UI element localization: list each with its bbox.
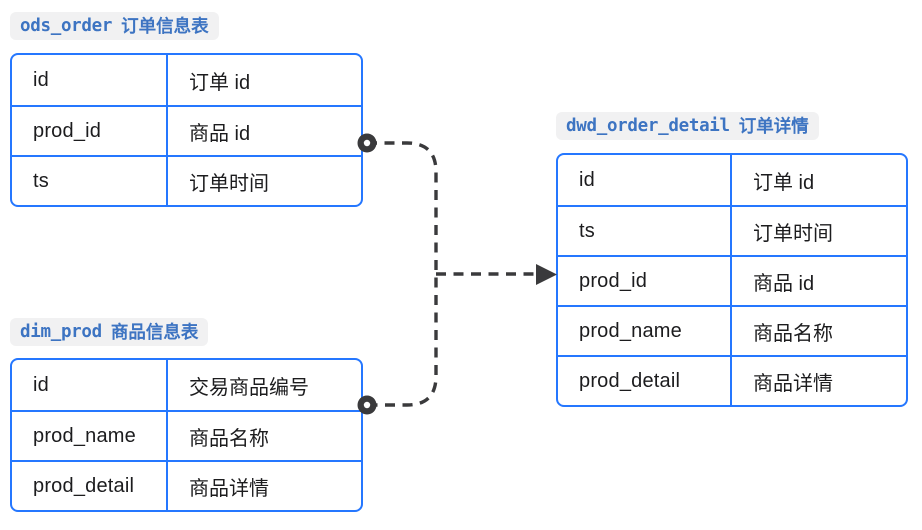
table-name-code: dwd_order_detail: [566, 115, 730, 136]
table-name-code: ods_order: [20, 15, 113, 36]
table-name-label: 订单信息表: [121, 16, 209, 36]
field-name-cell: ts: [558, 207, 732, 255]
field-name-cell: prod_detail: [12, 462, 168, 510]
field-name-cell: ts: [12, 157, 168, 205]
table-row: id 订单 id: [558, 155, 906, 205]
field-desc-cell: 订单时间: [753, 222, 833, 245]
field-desc-cell: 商品名称: [189, 427, 269, 450]
field-name-cell: prod_name: [12, 412, 168, 460]
table-dim-prod: id 交易商品编号 prod_name 商品名称 prod_detail 商品详…: [10, 358, 363, 512]
table-row: prod_id 商品 id: [12, 105, 361, 155]
field-desc-cell: 商品 id: [753, 272, 815, 295]
table-row: prod_name 商品名称: [558, 305, 906, 355]
table-title-ods-order: ods_order 订单信息表: [10, 12, 219, 40]
field-desc-cell: 订单 id: [753, 171, 815, 194]
table-row: prod_detail 商品详情: [558, 355, 906, 405]
port-dot-dim-hole: [363, 401, 371, 409]
field-desc-cell: 订单时间: [189, 172, 269, 195]
table-row: id 订单 id: [12, 55, 361, 105]
connector-fork-path: [367, 141, 438, 407]
field-desc-cell: 商品 id: [189, 122, 251, 145]
field-name-cell: id: [12, 360, 168, 410]
table-row: id 交易商品编号: [12, 360, 361, 410]
field-name-cell: prod_id: [558, 257, 732, 305]
field-name-cell: id: [12, 55, 168, 105]
table-row: prod_detail 商品详情: [12, 460, 361, 510]
table-name-code: dim_prod: [20, 321, 102, 342]
table-title-dim-prod: dim_prod 商品信息表: [10, 318, 209, 346]
table-row: prod_name 商品名称: [12, 410, 361, 460]
table-ods-order: id 订单 id prod_id 商品 id ts 订单时间: [10, 53, 363, 207]
field-name-cell: prod_name: [558, 307, 732, 355]
table-row: ts 订单时间: [558, 205, 906, 255]
field-desc-cell: 商品详情: [189, 477, 269, 500]
table-title-dwd-order-detail: dwd_order_detail 订单详情: [556, 112, 819, 140]
field-desc-cell: 订单 id: [189, 71, 251, 94]
port-dot-ods-hole: [363, 139, 371, 147]
table-name-label: 订单详情: [738, 116, 809, 136]
field-desc-cell: 商品名称: [753, 322, 833, 345]
field-name-cell: prod_detail: [558, 357, 732, 405]
field-name-cell: id: [558, 155, 732, 205]
table-row: prod_id 商品 id: [558, 255, 906, 305]
table-dwd-order-detail: id 订单 id ts 订单时间 prod_id 商品 id prod_name…: [556, 153, 908, 407]
arrow-head-icon: [536, 264, 557, 285]
field-desc-cell: 交易商品编号: [189, 376, 309, 399]
table-row: ts 订单时间: [12, 155, 361, 205]
field-desc-cell: 商品详情: [753, 372, 833, 395]
field-name-cell: prod_id: [12, 107, 168, 155]
table-name-label: 商品信息表: [110, 322, 199, 342]
